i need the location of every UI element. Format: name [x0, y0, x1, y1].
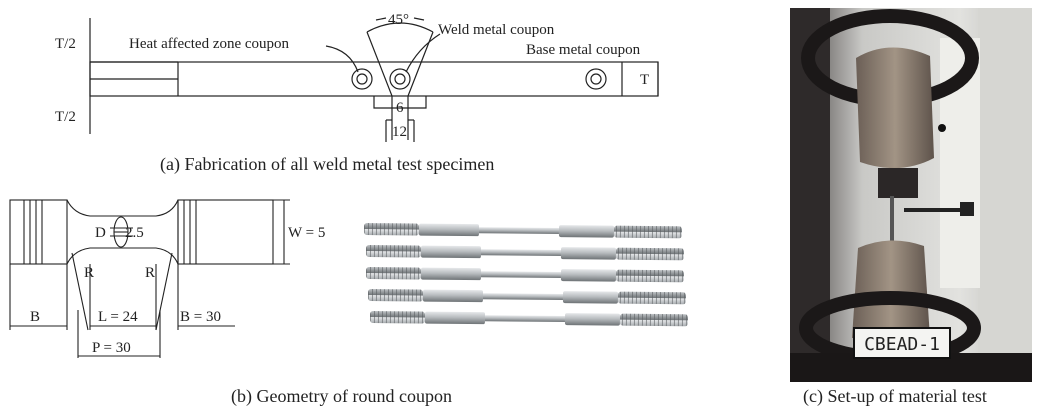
- caption-b: (b) Geometry of round coupon: [231, 386, 452, 406]
- label-p: P = 30: [92, 340, 131, 356]
- coupon-rods-photo: [344, 205, 712, 345]
- label-base-coupon: Base metal coupon: [526, 42, 641, 58]
- rod-3: [365, 267, 685, 283]
- label-d: D: [95, 225, 106, 241]
- groove-arc: [366, 22, 434, 33]
- label-b-right: B = 30: [180, 309, 221, 325]
- label-t2-bottom: T/2: [55, 109, 76, 125]
- weld-leader-line: [405, 33, 441, 73]
- label-l: L = 24: [98, 309, 138, 325]
- weld-coupon-outer: [389, 68, 411, 90]
- base-coupon-outer: [585, 68, 607, 90]
- material-test-setup-photo: CBEAD-1: [790, 8, 1032, 382]
- haz-leader-line: [325, 45, 359, 73]
- label-weld-coupon: Weld metal coupon: [438, 22, 555, 38]
- gauge-bottom-profile: [66, 247, 179, 265]
- panel-b-coupon-geometry: D 2.5 W = 5 R R B L = 24 B = 30 P = 30: [0, 190, 345, 365]
- label-w: W = 5: [288, 225, 325, 241]
- panel-a-weld-fabrication: T/2 T/2 45° Heat affected zone coupon We…: [0, 0, 700, 180]
- round-coupon-drawing: D 2.5 W = 5 R R B L = 24 B = 30 P = 30: [9, 199, 325, 358]
- rod-1: [363, 223, 683, 239]
- rod-5: [369, 311, 689, 327]
- label-r-right: R: [145, 265, 155, 281]
- upper-grip: [856, 47, 934, 169]
- right-grip: [177, 199, 274, 265]
- extensometer: [904, 208, 964, 212]
- label-t2-top: T/2: [55, 36, 76, 52]
- label-r-left: R: [84, 265, 94, 281]
- label-thickness: T: [640, 72, 649, 88]
- caption-a: (a) Fabrication of all weld metal test s…: [160, 154, 495, 174]
- haz-coupon-outer: [351, 68, 373, 90]
- coupon-rods-illustration: [363, 223, 689, 327]
- label-angle: 45°: [388, 12, 409, 28]
- groove-left-line: [366, 31, 393, 97]
- label-d-value: 2.5: [125, 225, 144, 241]
- weld-fabrication-drawing: T/2 T/2 45° Heat affected zone coupon We…: [55, 12, 659, 142]
- test-machine-illustration: CBEAD-1: [790, 8, 1032, 382]
- dim-6: 6: [396, 100, 404, 116]
- weld-coupon-inner: [394, 73, 406, 85]
- specimen-sign: [853, 327, 951, 359]
- haz-coupon-inner: [356, 73, 368, 85]
- dim-12: 12: [392, 124, 407, 140]
- backing-strip: [373, 96, 427, 109]
- base-coupon-inner: [590, 73, 602, 85]
- rod-2: [365, 245, 685, 261]
- left-grip: [9, 199, 68, 265]
- label-haz-coupon: Heat affected zone coupon: [129, 36, 290, 52]
- caption-c: (c) Set-up of material test: [803, 386, 987, 406]
- gauge-top-profile: [66, 199, 179, 217]
- lower-grip: [852, 240, 930, 338]
- rod-4: [367, 289, 687, 305]
- label-b-left: B: [30, 309, 40, 325]
- sign-text: CBEAD-1: [864, 334, 940, 355]
